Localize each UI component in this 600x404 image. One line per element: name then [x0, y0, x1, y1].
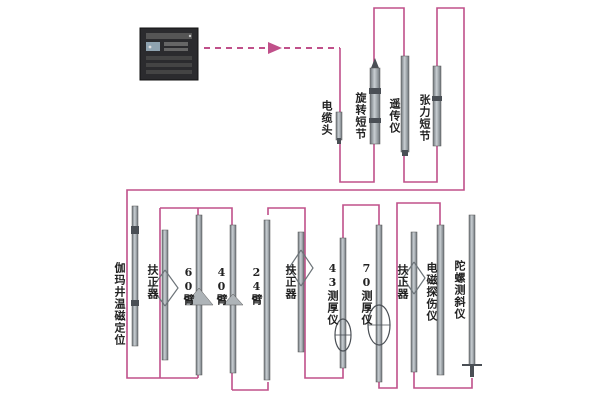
centralizer-2-tool: [288, 231, 314, 353]
caliper-24-tool: [263, 219, 271, 381]
label-centralizer-1: 扶正器: [146, 264, 159, 300]
label-centralizer-2: 扶正器: [284, 264, 297, 300]
gyro-inclinometer-tool: [462, 214, 482, 377]
thickness-70-tool: [367, 224, 391, 383]
centralizer-3-tool: [402, 231, 426, 373]
centralizer-1-tool: [151, 229, 179, 361]
label-caliper-24: 24臂: [250, 266, 263, 306]
label-telemetry: 遥传仪: [388, 98, 401, 134]
label-caliper-40: 40臂: [215, 266, 228, 306]
thickness-43-tool: [334, 237, 352, 369]
label-thickness-43: 43测厚仪: [326, 262, 339, 326]
caliper-40-tool: [222, 224, 244, 374]
telemetry-tool: [400, 55, 410, 156]
tension-joint-tool: [432, 65, 442, 147]
dashed-arrow: [204, 42, 340, 54]
cable-head-tool: [335, 111, 343, 144]
label-caliper-60: 60臂: [182, 266, 195, 306]
label-centralizer-3: 扶正器: [396, 264, 409, 300]
label-tension-joint: 张力短节: [418, 94, 431, 142]
label-gamma-temp-ccl: 伽玛井温磁定位: [113, 262, 126, 346]
control-panel-device: [139, 27, 199, 81]
connector-lines: [126, 7, 473, 391]
label-swivel-joint: 旋转短节: [354, 92, 367, 140]
gamma-temp-ccl-tool: [131, 205, 139, 347]
label-em-flaw: 电磁探伤仪: [425, 262, 438, 322]
em-flaw-tool: [436, 224, 445, 376]
label-cable-head: 电缆头: [320, 100, 333, 136]
label-gyro-inclinometer: 陀螺测斜仪: [453, 260, 466, 320]
label-thickness-70: 70测厚仪: [360, 262, 373, 326]
caliper-60-tool: [184, 214, 214, 376]
swivel-joint-tool: [369, 58, 381, 145]
